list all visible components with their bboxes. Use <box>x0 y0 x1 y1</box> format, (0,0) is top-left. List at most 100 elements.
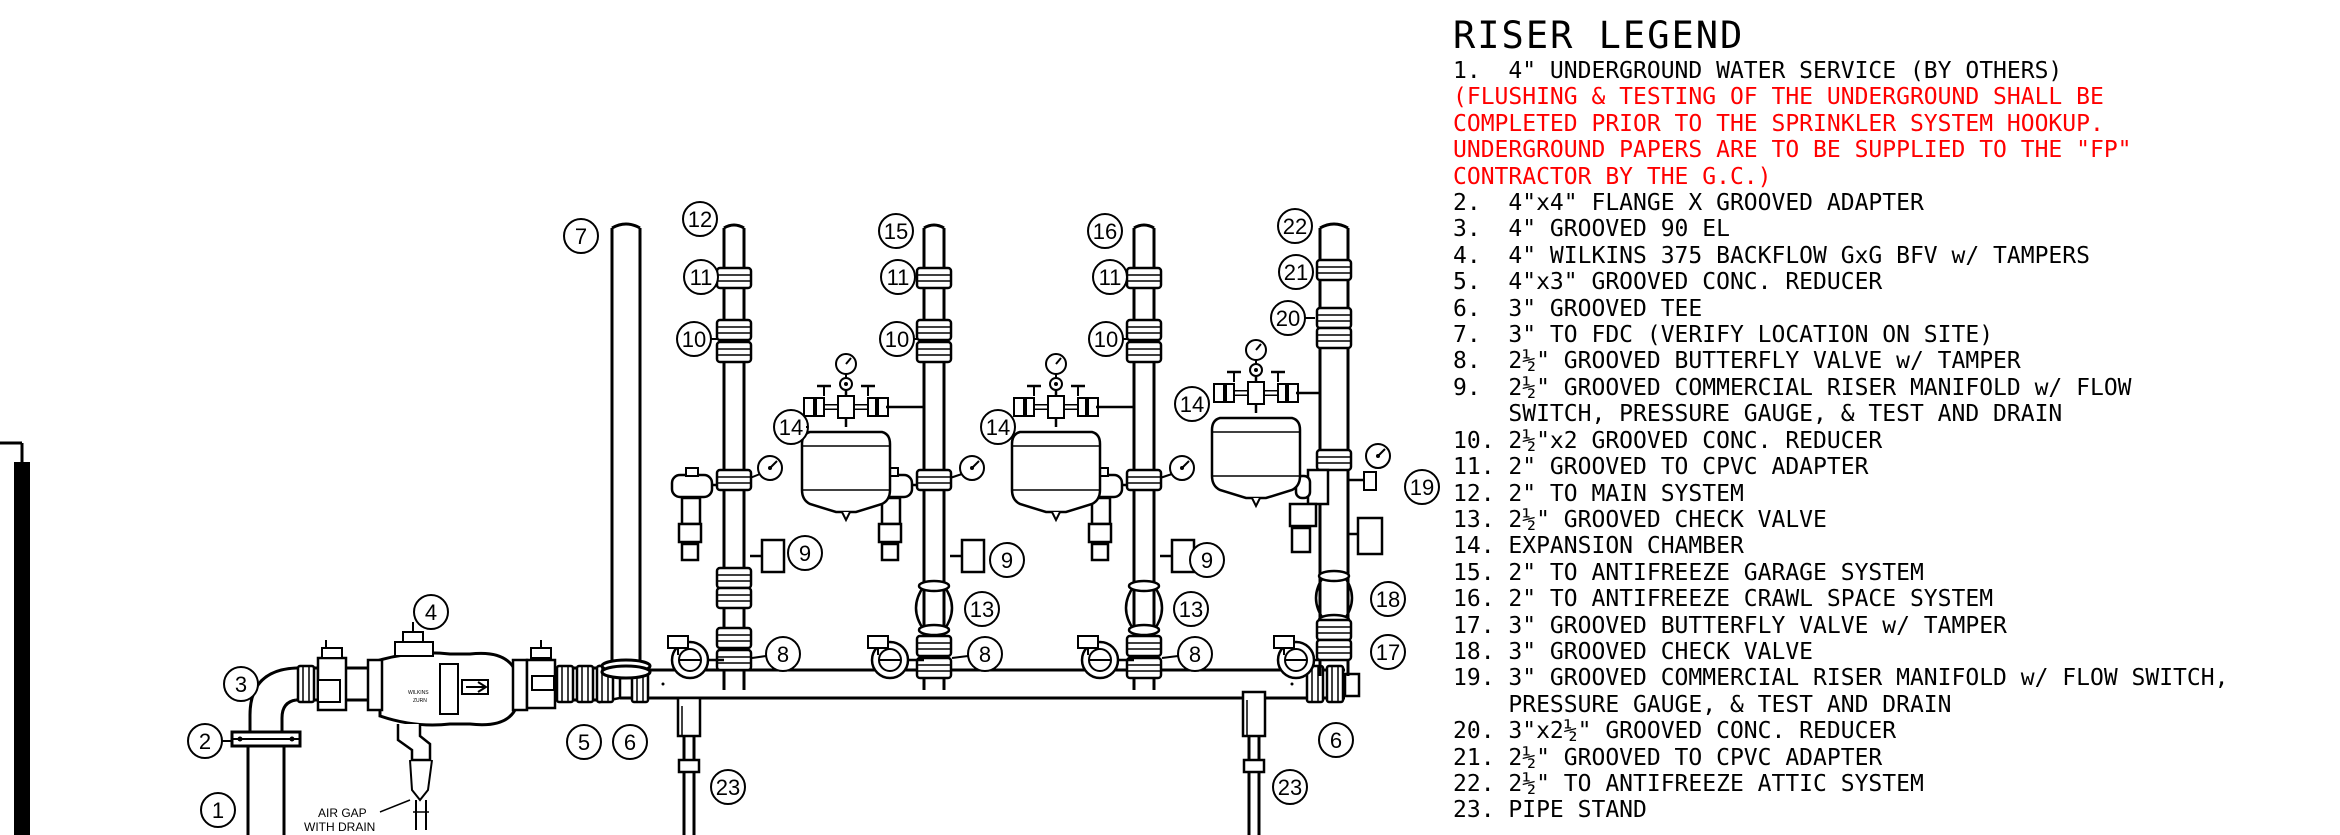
riser-diagram: WILKINS ZURN AIR GAP WITH DRAIN <box>0 201 1440 835</box>
callout-21: 21 <box>1278 254 1314 290</box>
riser-garage-system <box>802 223 986 690</box>
underground-service-pipe <box>246 740 286 835</box>
legend-item: 13. 2½" GROOVED CHECK VALVE <box>1453 506 1827 533</box>
legend-list: 1. 4" UNDERGROUND WATER SERVICE (BY OTHE… <box>1453 58 2333 824</box>
callout-8-c: 8 <box>1161 636 1213 672</box>
svg-text:9: 9 <box>1001 548 1013 573</box>
callout-13-b: 13 <box>1173 591 1209 627</box>
riser-crawl-space-system <box>1012 223 1196 690</box>
callout-10-c: 10 <box>1088 321 1127 357</box>
callout-10-a: 10 <box>676 321 717 357</box>
callout-22: 22 <box>1277 208 1313 244</box>
svg-text:23: 23 <box>1278 775 1302 800</box>
legend-item: 2. 4"x4" FLANGE X GROOVED ADAPTER <box>1453 190 1924 217</box>
callout-3: 3 <box>223 666 259 702</box>
svg-text:4: 4 <box>425 600 437 625</box>
legend-item: 18. 3" GROOVED CHECK VALVE <box>1453 638 1814 665</box>
svg-text:12: 12 <box>688 207 712 232</box>
svg-text:13: 13 <box>1179 597 1203 622</box>
callout-23-a: 23 <box>710 769 746 805</box>
svg-text:13: 13 <box>970 597 994 622</box>
legend-item: PRESSURE GAUGE, & TEST AND DRAIN <box>1453 691 1952 718</box>
callout-17: 17 <box>1370 634 1406 670</box>
callout-10-b: 10 <box>879 321 917 357</box>
callout-16: 16 <box>1087 213 1123 249</box>
callout-15: 15 <box>878 213 914 249</box>
callout-11-a: 11 <box>683 259 719 295</box>
svg-text:10: 10 <box>1094 327 1118 352</box>
legend-item: 22. 2½" TO ANTIFREEZE ATTIC SYSTEM <box>1453 770 1924 797</box>
legend-note-line: (FLUSHING & TESTING OF THE UNDERGROUND S… <box>1453 84 2104 111</box>
legend-item: 7. 3" TO FDC (VERIFY LOCATION ON SITE) <box>1453 322 1994 349</box>
svg-text:14: 14 <box>986 415 1010 440</box>
flange-adapter <box>230 730 302 748</box>
callout-12: 12 <box>682 201 718 237</box>
svg-text:8: 8 <box>777 642 789 667</box>
callout-2: 2 <box>187 723 232 759</box>
svg-text:10: 10 <box>885 327 909 352</box>
svg-text:15: 15 <box>884 219 908 244</box>
legend-item: 17. 3" GROOVED BUTTERFLY VALVE w/ TAMPER <box>1453 612 2007 639</box>
legend-note-line: UNDERGROUND PAPERS ARE TO BE SUPPLIED TO… <box>1453 137 2132 164</box>
fdc-riser <box>600 222 652 680</box>
callout-14-b: 14 <box>980 409 1016 445</box>
callout-9-a: 9 <box>787 535 823 571</box>
svg-text:18: 18 <box>1376 587 1400 612</box>
svg-text:22: 22 <box>1283 214 1307 239</box>
sheet-border <box>0 441 30 835</box>
legend-item: 1. 4" UNDERGROUND WATER SERVICE (BY OTHE… <box>1453 58 2063 84</box>
legend-item: 10. 2½"x2 GROOVED CONC. REDUCER <box>1453 427 1883 454</box>
backflow-brand-label: WILKINS <box>408 690 429 696</box>
callout-8-b: 8 <box>951 636 1003 672</box>
svg-text:10: 10 <box>682 327 706 352</box>
svg-text:6: 6 <box>1330 728 1342 753</box>
legend-note-line: COMPLETED PRIOR TO THE SPRINKLER SYSTEM … <box>1453 110 2104 137</box>
legend-item: 16. 2" TO ANTIFREEZE CRAWL SPACE SYSTEM <box>1453 586 1994 613</box>
svg-text:23: 23 <box>716 775 740 800</box>
legend-item: 21. 2½" GROOVED TO CPVC ADAPTER <box>1453 744 1883 771</box>
callout-8-a: 8 <box>751 636 801 672</box>
callout-6-left: 6 <box>612 724 648 760</box>
svg-text:WITH DRAIN: WITH DRAIN <box>304 820 375 834</box>
callout-11-c: 11 <box>1092 259 1128 295</box>
legend-item: 9. 2½" GROOVED COMMERCIAL RISER MANIFOLD… <box>1453 374 2132 401</box>
legend-item: 15. 2" TO ANTIFREEZE GARAGE SYSTEM <box>1453 559 1924 586</box>
callout-4: 4 <box>413 594 449 630</box>
callout-18: 18 <box>1370 581 1406 617</box>
svg-text:17: 17 <box>1376 640 1400 665</box>
svg-text:AIR GAP: AIR GAP <box>318 806 367 820</box>
svg-text:11: 11 <box>887 265 910 290</box>
legend-note-line: CONTRACTOR BY THE G.C.) <box>1453 163 1772 190</box>
callout-19: 19 <box>1404 469 1440 505</box>
callout-9-c: 9 <box>1189 542 1225 578</box>
svg-text:7: 7 <box>575 224 587 249</box>
svg-text:8: 8 <box>1189 642 1201 667</box>
legend-item: 4. 4" WILKINS 375 BACKFLOW GxG BFV w/ TA… <box>1453 242 2090 269</box>
legend-item: 12. 2" TO MAIN SYSTEM <box>1453 480 1744 507</box>
callout-14-c: 14 <box>1174 386 1210 422</box>
svg-text:5: 5 <box>578 730 590 755</box>
legend-item: SWITCH, PRESSURE GAUGE, & TEST AND DRAIN <box>1453 401 2063 428</box>
svg-text:3: 3 <box>235 672 247 697</box>
legend-item: 20. 3"x2½" GROOVED CONC. REDUCER <box>1453 718 1897 745</box>
pipe-stand-left <box>676 696 702 835</box>
legend-item: 6. 3" GROOVED TEE <box>1453 295 1703 322</box>
callout-11-b: 11 <box>880 259 916 295</box>
svg-text:2: 2 <box>199 729 211 754</box>
svg-text:11: 11 <box>1099 265 1122 290</box>
legend-item: 14. EXPANSION CHAMBER <box>1453 533 1744 560</box>
backflow-model-label: ZURN <box>413 698 427 704</box>
legend-item: 5. 4"x3" GROOVED CONC. REDUCER <box>1453 269 1883 296</box>
svg-text:14: 14 <box>1180 392 1204 417</box>
svg-text:6: 6 <box>624 730 636 755</box>
pipe-stand-right <box>1241 690 1267 835</box>
legend-item: 8. 2½" GROOVED BUTTERFLY VALVE w/ TAMPER <box>1453 348 2021 375</box>
svg-text:16: 16 <box>1093 219 1117 244</box>
legend-title: RISER LEGEND <box>1453 14 1745 57</box>
svg-text:8: 8 <box>979 642 991 667</box>
riser-legend: RISER LEGEND 1. 4" UNDERGROUND WATER SER… <box>1453 14 2333 824</box>
callout-6-right: 6 <box>1318 722 1354 758</box>
callout-20: 20 <box>1270 300 1315 336</box>
svg-text:19: 19 <box>1410 475 1434 500</box>
svg-text:14: 14 <box>779 415 803 440</box>
